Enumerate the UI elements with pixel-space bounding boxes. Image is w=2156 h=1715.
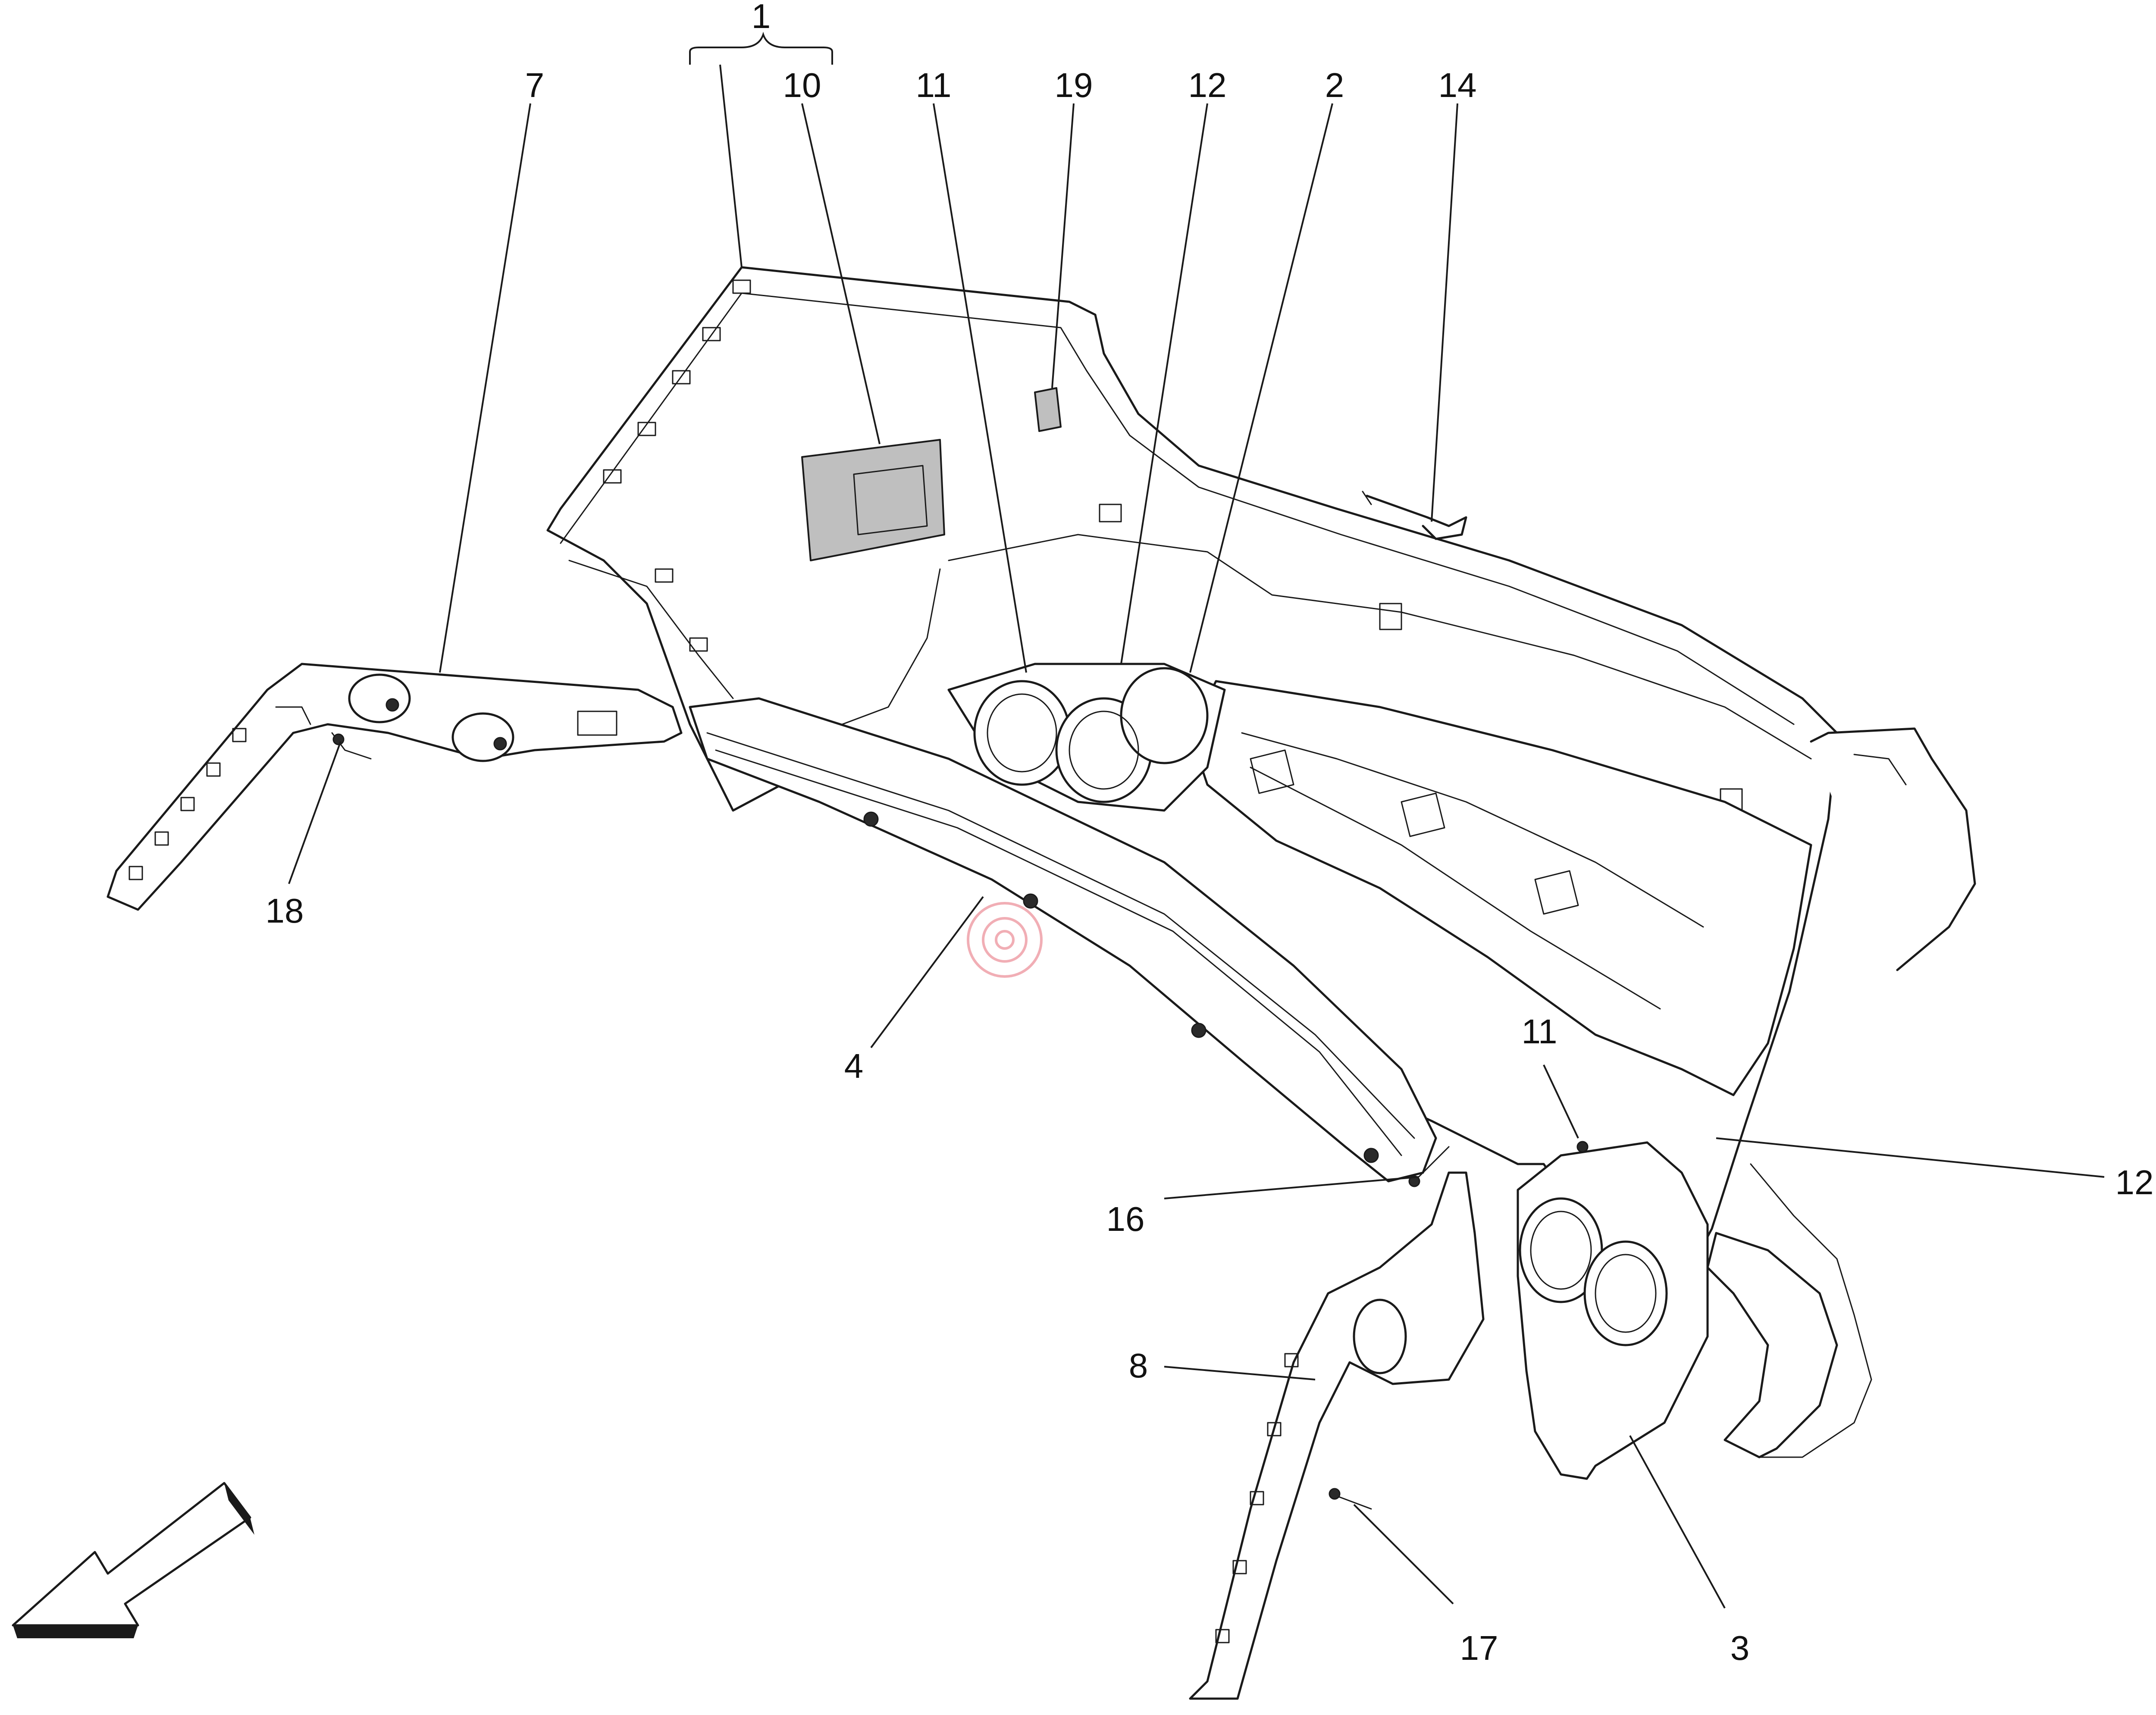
watermark-logo-icon xyxy=(967,902,1043,978)
callout-11-top: 11 xyxy=(915,66,951,104)
callout-17: 17 xyxy=(1460,1629,1498,1667)
right-bracket xyxy=(1189,1171,1485,1700)
leader-lines xyxy=(288,31,2105,1609)
side-exhaust-trim xyxy=(1517,1141,1709,1480)
direction-arrow-icon xyxy=(12,1482,254,1638)
callout-2: 2 xyxy=(1325,66,1344,104)
callout-19: 19 xyxy=(1055,66,1093,104)
lower-diffuser xyxy=(1189,680,1812,1096)
callout-14: 14 xyxy=(1438,66,1477,104)
callout-10: 10 xyxy=(783,66,821,104)
callout-11-right: 11 xyxy=(1521,1012,1557,1051)
callout-4: 4 xyxy=(844,1047,864,1085)
rear-crossbeam xyxy=(689,697,1437,1183)
callout-18: 18 xyxy=(266,892,304,930)
callout-12-top: 12 xyxy=(1188,66,1227,104)
callout-3: 3 xyxy=(1730,1629,1750,1667)
callout-7: 7 xyxy=(525,66,545,104)
fasteners xyxy=(331,491,1589,1510)
center-exhaust-trim xyxy=(947,663,1226,812)
callout-12-right: 12 xyxy=(2115,1163,2154,1202)
callout-labels: 1 7 10 11 19 12 2 14 18 4 11 12 16 8 17 … xyxy=(266,0,2154,1667)
callout-16: 16 xyxy=(1106,1200,1145,1238)
callout-8: 8 xyxy=(1129,1346,1148,1385)
callout-1: 1 xyxy=(752,0,771,35)
left-bracket xyxy=(107,663,683,911)
